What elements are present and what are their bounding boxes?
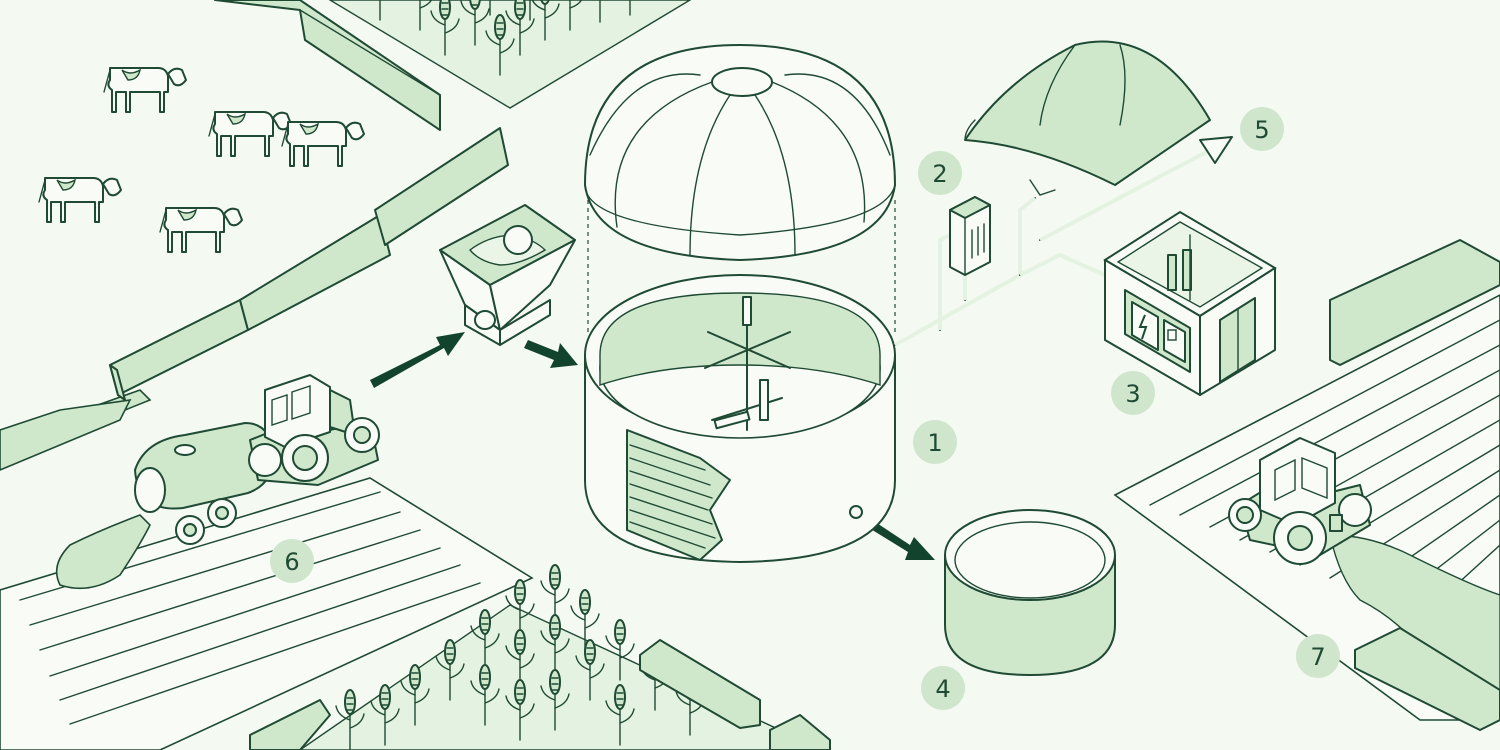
slurry-spray [55, 514, 151, 590]
stone-wall-top [214, 0, 441, 131]
step-number: 5 [1254, 116, 1269, 144]
gas-export-arrow [1199, 136, 1233, 164]
gas-storage-bag [964, 40, 1211, 196]
cutaway-layers [629, 444, 716, 549]
corn-field-bottom [249, 564, 831, 750]
step-badge-5: 5 [1240, 107, 1284, 151]
arrow-tractor-to-hopper [370, 332, 465, 388]
tank-cutaway [626, 429, 731, 561]
spreader-tractor [1228, 437, 1372, 565]
tractor-cab [264, 374, 331, 448]
control-cabinet [949, 196, 991, 276]
field-furrows [19, 491, 481, 725]
step-number: 2 [932, 160, 947, 188]
right-hedge [1329, 239, 1500, 366]
digester-tank [584, 44, 896, 563]
cow [281, 121, 365, 167]
step-badge-7: 7 [1296, 634, 1340, 678]
agitator [704, 296, 791, 431]
step-number: 7 [1310, 643, 1325, 671]
arrow-hopper-to-digester [524, 340, 578, 368]
gas-pipework [894, 136, 1233, 347]
lightning-bolt-icon [1138, 314, 1148, 340]
step-badge-1: 1 [913, 420, 957, 464]
slurry-tanker-tractor [134, 374, 380, 545]
corn-field-top [328, 0, 692, 109]
step-number: 4 [935, 675, 950, 703]
cow [103, 67, 187, 113]
step-badge-6: 6 [270, 539, 314, 583]
hedge-row [0, 127, 509, 471]
feed-hopper [439, 204, 576, 346]
gas-dome [584, 44, 896, 261]
step-number: 3 [1125, 380, 1140, 408]
step-badge-2: 2 [918, 151, 962, 195]
cows [38, 67, 365, 253]
cow [38, 177, 122, 223]
left-field [0, 477, 534, 750]
step-badge-3: 3 [1111, 371, 1155, 415]
cow [208, 111, 292, 157]
step-number: 1 [927, 429, 942, 457]
chp-engine-house [1103, 210, 1277, 396]
step-number: 6 [284, 548, 299, 576]
digestate-storage-tank [944, 509, 1116, 676]
cow [159, 207, 243, 253]
step-badge-4: 4 [921, 666, 965, 710]
